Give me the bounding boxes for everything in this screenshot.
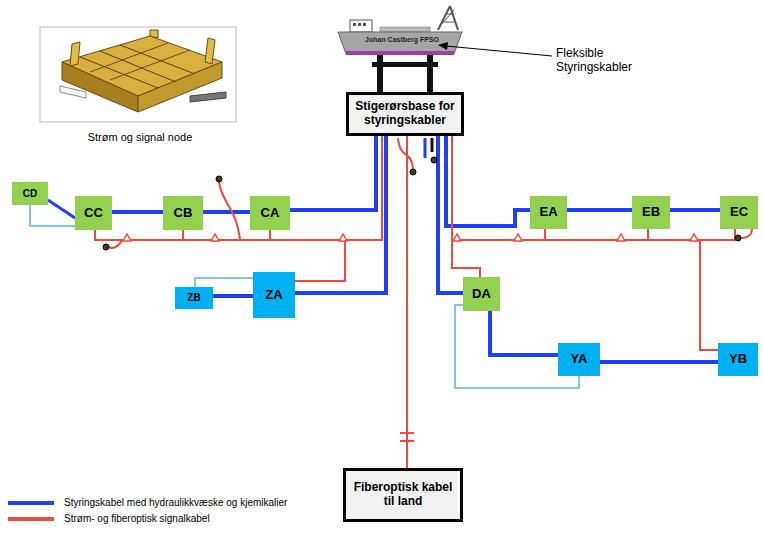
callout-label: Fleksible Styringskabler [556, 47, 666, 75]
control-cable [290, 136, 376, 210]
satellite-well: ZA [253, 272, 295, 318]
control-cable [567, 208, 632, 212]
signal-cable [452, 136, 648, 240]
satellite-well: ZB [175, 287, 213, 309]
subsea-template: DA [463, 277, 500, 311]
subsea-template: CD [12, 182, 48, 205]
picture-frame [40, 27, 236, 122]
control-cable [446, 136, 530, 226]
cable-connector [400, 433, 414, 441]
node-label: CB [174, 206, 193, 221]
legend-swatch [8, 501, 54, 505]
control-cable [490, 311, 558, 355]
control-cable [203, 210, 250, 214]
control-cable [670, 208, 720, 212]
legend-swatch [8, 517, 54, 521]
signal-cable [452, 136, 718, 350]
signal-cable [452, 136, 480, 277]
signal-cable [183, 136, 382, 240]
node-label: CC [84, 206, 103, 221]
riser-base-box: Stigerørsbase for styringskabler [346, 92, 464, 136]
control-cable [112, 210, 163, 214]
legend-label: Styringskabel med hydraulikkvæske og kje… [64, 497, 287, 509]
fpso-ship [338, 6, 462, 92]
cable-stubs [108, 138, 752, 248]
control-cable [295, 136, 386, 293]
splice-triangles [123, 234, 698, 241]
subsea-template: EB [632, 196, 670, 229]
legend-label: Strøm- og fiberoptisk signalkabel [64, 513, 210, 525]
control-cable [213, 294, 253, 298]
leader-arrow [438, 42, 552, 56]
node-label: YA [571, 352, 588, 367]
node-label: EC [730, 205, 748, 220]
node-label: Fiberoptisk kabel til land [350, 481, 456, 509]
fibre-cable-box: Fiberoptisk kabel til land [343, 468, 463, 522]
caption-label: Strøm og signal node [55, 131, 225, 144]
node-label: ZA [265, 288, 282, 303]
satellite-well: YB [718, 343, 758, 376]
node-label: EB [642, 205, 660, 220]
node-label: YB [729, 352, 747, 367]
node-label: Stigerørsbase for styringskabler [353, 100, 457, 128]
satellite-well: YA [558, 343, 600, 376]
ship-name: Johan Castberg FPSO [360, 36, 444, 44]
cable-end-dots [103, 157, 741, 250]
subsea-template: CB [163, 196, 203, 230]
subsea-template: CC [75, 196, 112, 230]
node-label: EA [539, 205, 557, 220]
control-cable [195, 278, 253, 287]
node-structure [60, 30, 226, 112]
subsea-template: EC [720, 196, 758, 229]
control-cable [600, 360, 718, 364]
signal-cable [452, 136, 735, 240]
node-label: DA [472, 287, 491, 302]
control-cable [438, 136, 463, 293]
signal-cable [406, 136, 408, 468]
subsea-template: EA [530, 196, 567, 229]
control-cable [30, 205, 75, 226]
node-label: CA [261, 206, 280, 221]
subsea-template: CA [250, 196, 290, 230]
control-cable [48, 200, 75, 218]
signal-cable [95, 136, 382, 240]
signal-cable [295, 136, 382, 281]
node-label: ZB [187, 292, 200, 304]
node-label: CD [23, 188, 37, 200]
